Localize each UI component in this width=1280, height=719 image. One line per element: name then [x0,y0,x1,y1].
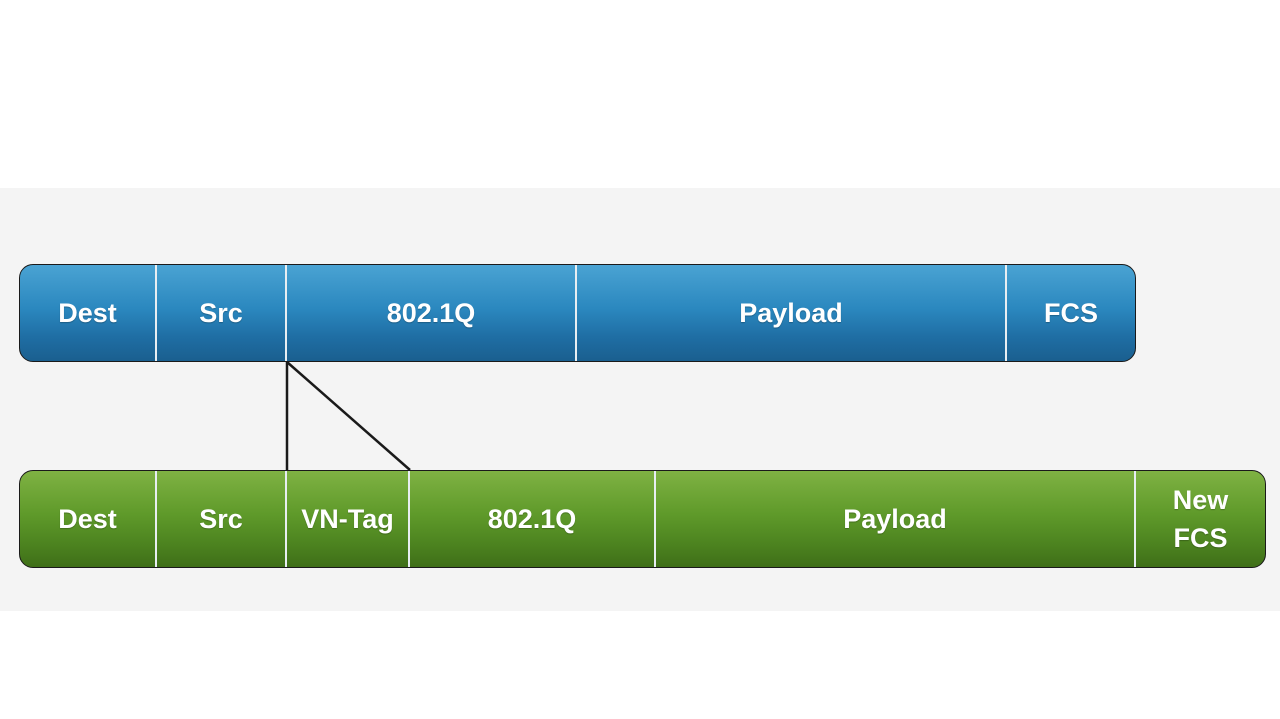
tagged-dest-field: Dest [20,471,157,567]
vn-tagged-ethernet-frame: Dest Src VN-Tag 802.1Q Payload New FCS [19,470,1266,568]
original-ethernet-frame: Dest Src 802.1Q Payload FCS [19,264,1136,362]
tagged-8021q-field: 802.1Q [410,471,656,567]
original-8021q-field: 802.1Q [287,265,577,361]
tagged-new-fcs-field: New FCS [1172,485,1229,553]
original-src-field: Src [157,265,287,361]
original-payload-field: Payload [577,265,1007,361]
tagged-src-field: Src [157,471,287,567]
original-dest-field: Dest [20,265,157,361]
original-fcs-field: FCS [1044,298,1098,328]
tagged-vn-tag-field: VN-Tag [287,471,410,567]
tagged-payload-field: Payload [656,471,1136,567]
